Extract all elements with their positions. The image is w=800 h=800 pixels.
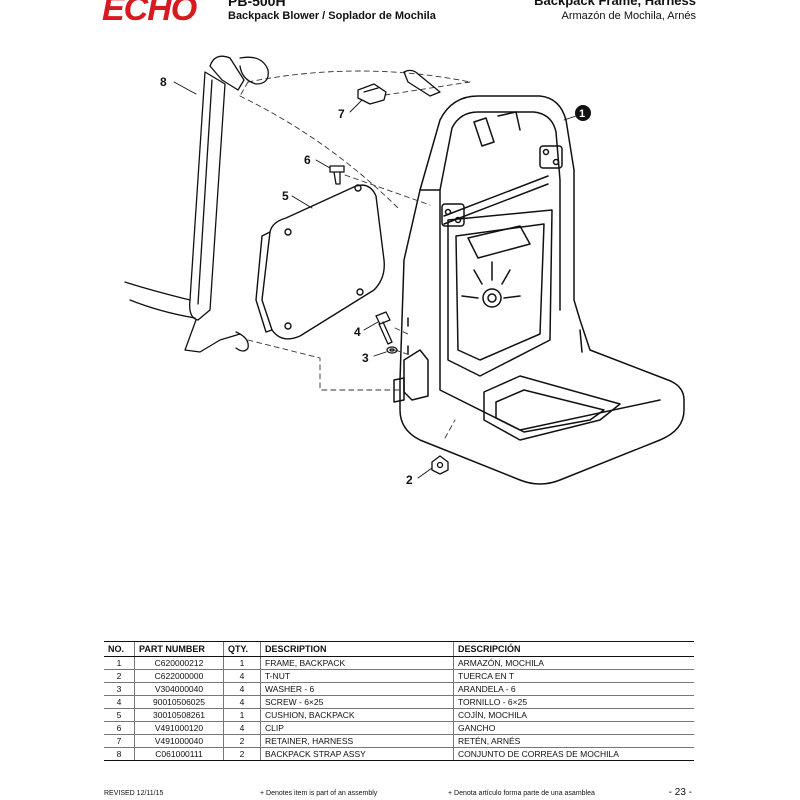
page-number: - 23 - (668, 787, 692, 798)
row-no: 3 (104, 682, 135, 696)
row-no: 4 (104, 695, 135, 709)
row-qty: 1 (223, 708, 261, 722)
callout-7: 7 (338, 107, 345, 121)
row-description: FRAME, BACKPACK (260, 656, 454, 670)
header-description: DESCRIPTION (260, 641, 454, 657)
row-part-number: 90010506025 (134, 695, 224, 709)
row-descripcion: RETÉN, ARNÉS (453, 734, 694, 748)
assembly-note-english: + Denotes item is part of an assembly (260, 790, 378, 797)
t-nut (431, 455, 449, 475)
assembly-guide-lines (239, 70, 471, 439)
callout-1-marker (575, 105, 591, 121)
table-row: 6 V491000120 4 CLIP GANCHO (104, 721, 694, 735)
row-no: 5 (104, 708, 135, 722)
row-no: 7 (104, 734, 135, 748)
parts-table-header: NO. PART NUMBER QTY. DESCRIPTION DESCRIP… (104, 641, 694, 657)
row-description: RETAINER, HARNESS (260, 734, 454, 748)
callout-6: 6 (304, 153, 311, 167)
backpack-cushion (255, 184, 385, 340)
clip-part (329, 165, 345, 185)
table-row: 3 V304000040 4 WASHER - 6 ARANDELA - 6 (104, 682, 694, 696)
row-no: 6 (104, 721, 135, 735)
row-qty: 4 (223, 695, 261, 709)
echo-logo: ECHO (102, 0, 197, 28)
row-descripcion: ARANDELA - 6 (453, 682, 694, 696)
callout-4: 4 (354, 325, 361, 339)
row-part-number: V491000040 (134, 734, 224, 748)
row-qty: 1 (223, 656, 261, 670)
callout-2: 2 (406, 473, 413, 487)
parts-table: NO. PART NUMBER QTY. DESCRIPTION DESCRIP… (104, 641, 694, 761)
row-qty: 2 (223, 747, 261, 761)
harness-retainer (357, 69, 441, 105)
row-description: SCREW - 6×25 (260, 695, 454, 709)
product-subtitle: Backpack Blower / Soplador de Mochila (228, 10, 436, 22)
row-part-number: 30010508261 (134, 708, 224, 722)
screw-and-washer (375, 311, 398, 354)
row-descripcion: TUERCA EN T (453, 669, 694, 683)
row-qty: 2 (223, 734, 261, 748)
leader-lines (173, 81, 577, 479)
row-no: 2 (104, 669, 135, 683)
row-descripcion: COJÍN, MOCHILA (453, 708, 694, 722)
table-row: 4 90010506025 4 SCREW - 6×25 TORNILLO - … (104, 695, 694, 709)
assembly-note-spanish: + Denota artículo forma parte de una asa… (448, 790, 595, 797)
callout-8: 8 (160, 75, 167, 89)
revised-date: REVISED 12/11/15 (104, 790, 164, 797)
section-title: Backpack Frame, Harness (534, 0, 696, 8)
row-description: WASHER - 6 (260, 682, 454, 696)
page-header: ECHO PB-500H Backpack Blower / Soplador … (0, 0, 800, 30)
header-qty: QTY. (223, 641, 261, 657)
table-row: 2 C622000000 4 T-NUT TUERCA EN T (104, 669, 694, 683)
row-part-number: V491000120 (134, 721, 224, 735)
model-number: PB-500H (228, 0, 286, 9)
row-descripcion: GANCHO (453, 721, 694, 735)
row-no: 8 (104, 747, 135, 761)
row-qty: 4 (223, 721, 261, 735)
row-descripcion: CONJUNTO DE CORREAS DE MOCHILA (453, 747, 694, 761)
backpack-frame (393, 95, 685, 485)
table-row: 8 C061000111 2 BACKPACK STRAP ASSY CONJU… (104, 747, 694, 761)
row-description: CUSHION, BACKPACK (260, 708, 454, 722)
row-part-number: C622000000 (134, 669, 224, 683)
row-description: BACKPACK STRAP ASSY (260, 747, 454, 761)
table-row: 5 30010508261 1 CUSHION, BACKPACK COJÍN,… (104, 708, 694, 722)
callout-5: 5 (282, 189, 289, 203)
row-description: T-NUT (260, 669, 454, 683)
section-subtitle: Armazón de Mochila, Arnés (561, 10, 696, 22)
row-no: 1 (104, 656, 135, 670)
row-qty: 4 (223, 669, 261, 683)
table-row: 1 C620000212 1 FRAME, BACKPACK ARMAZÓN, … (104, 656, 694, 670)
backpack-strap (124, 55, 269, 353)
row-descripcion: TORNILLO - 6×25 (453, 695, 694, 709)
header-no: NO. (104, 641, 135, 657)
row-qty: 4 (223, 682, 261, 696)
header-descripcion: DESCRIPCIÓN (453, 641, 694, 657)
row-part-number: C620000212 (134, 656, 224, 670)
row-description: CLIP (260, 721, 454, 735)
callout-1: 1 (579, 108, 585, 120)
callout-3: 3 (362, 351, 369, 365)
row-part-number: V304000040 (134, 682, 224, 696)
header-part-number: PART NUMBER (134, 641, 224, 657)
row-part-number: C061000111 (134, 747, 224, 761)
row-descripcion: ARMAZÓN, MOCHILA (453, 656, 694, 670)
exploded-parts-diagram: 8 7 6 5 4 3 2 1 (124, 55, 685, 487)
table-row: 7 V491000040 2 RETAINER, HARNESS RETÉN, … (104, 734, 694, 748)
